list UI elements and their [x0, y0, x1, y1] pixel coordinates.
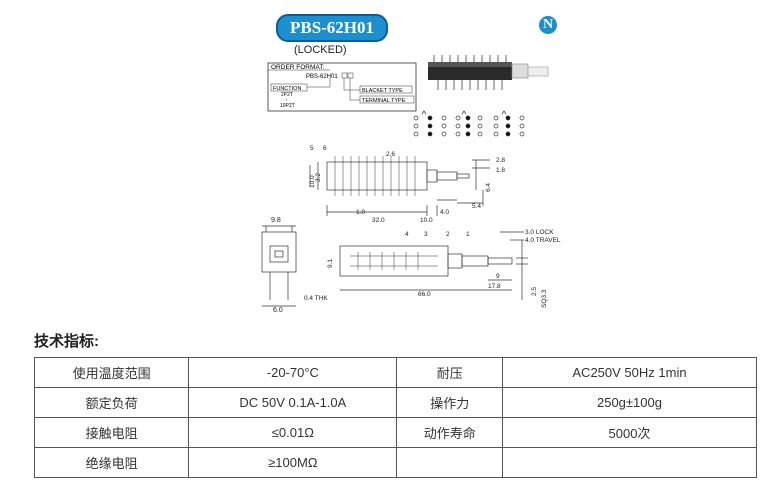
- dim-32-0: 32.0: [372, 217, 385, 224]
- dim-2-6: 2.6: [386, 151, 395, 158]
- technical-drawing: ORDER FORMAT: PBS-62H01 FUNCTION 2P2T ↓ …: [261, 55, 561, 314]
- function-label: FUNCTION: [273, 86, 301, 92]
- dim-9-1: 9.1: [327, 259, 334, 268]
- spec-value: -20-70°C: [188, 357, 398, 388]
- product-3d-image: [428, 55, 549, 90]
- dim-6-4: 6.4: [485, 183, 492, 192]
- pin-3: 3: [424, 231, 428, 238]
- dim-6: 6: [323, 145, 327, 152]
- terminal-type-label: TERMINAL TYPE: [362, 98, 406, 104]
- side-view-drawing: [339, 231, 528, 300]
- dim-1-0: 1.0: [356, 209, 365, 216]
- specs-table: 使用温度范围 -20-70°C 耐压 AC250V 50Hz 1min 额定负荷…: [33, 357, 758, 478]
- spec-value: ≥100MΩ: [188, 447, 398, 478]
- dim-3-0-lock: 3.0 LOCK: [525, 229, 554, 236]
- dim-2-5: 2.5: [531, 287, 538, 296]
- spec-label: 使用温度范围: [33, 357, 190, 388]
- dim-5: 5: [310, 145, 314, 152]
- table-row: 绝缘电阻 ≥100MΩ: [33, 447, 758, 478]
- dim-10-0-height: 10.0: [309, 175, 316, 188]
- model-title: PBS-62H01: [276, 14, 388, 42]
- order-format-code: PBS-62H01: [306, 74, 338, 80]
- top-view-dimensions: 5 6 2.6 2.8 1.8 10.0 3.2 6.4 1.0 32.0 4.…: [309, 145, 505, 224]
- order-format-title: ORDER FORMAT:: [271, 64, 325, 71]
- dim-1-8: 1.8: [496, 167, 505, 174]
- table-row: 额定负荷 DC 50V 0.1A-1.0A 操作力 250g±100g: [33, 387, 758, 418]
- circuit-schematic: [413, 110, 525, 137]
- spec-label: 绝缘电阻: [33, 447, 190, 478]
- specs-heading: 技术指标:: [34, 333, 99, 350]
- locked-label: (LOCKED): [294, 44, 347, 56]
- dim-6-0: 6.0: [273, 307, 283, 314]
- dim-3-2: 3.2: [315, 173, 322, 182]
- spec-label: 接触电阻: [33, 417, 190, 448]
- spec-label: [396, 447, 503, 478]
- spec-value: [501, 447, 758, 478]
- function-option-3: 10P2T: [280, 103, 295, 109]
- pin-4: 4: [405, 231, 409, 238]
- spec-value: 5000次: [501, 417, 758, 448]
- table-row: 接触电阻 ≤0.01Ω 动作寿命 5000次: [33, 417, 758, 448]
- spec-label: 动作寿命: [396, 417, 503, 448]
- end-view-drawing: [261, 225, 297, 307]
- spec-value: ≤0.01Ω: [188, 417, 398, 448]
- spec-label: 耐压: [396, 357, 503, 388]
- dim-66-0: 66.0: [418, 291, 431, 298]
- function-option-2: ↓: [285, 97, 288, 103]
- dim-2-8: 2.8: [496, 157, 505, 164]
- function-option-1: 2P2T: [281, 92, 293, 98]
- spec-value: DC 50V 0.1A-1.0A: [188, 387, 398, 418]
- brand-logo-icon: N: [539, 16, 557, 34]
- dim-0-4-thk: 0.4 THK: [304, 295, 328, 302]
- side-view-dimensions: 3.0 LOCK 4.0 TRAVEL 4 3 2 1 9.1 9 17.8 6…: [304, 229, 561, 308]
- spec-value: 250g±100g: [501, 387, 758, 418]
- dim-9: 9: [496, 273, 500, 280]
- pin-1: 1: [466, 231, 470, 238]
- order-format-box: ORDER FORMAT: PBS-62H01 FUNCTION 2P2T ↓ …: [267, 62, 417, 112]
- dim-5-4: 5.4: [472, 203, 481, 210]
- dim-9-8: 9.8: [271, 217, 281, 224]
- top-view-drawing: [309, 156, 490, 216]
- table-row: 使用温度范围 -20-70°C 耐压 AC250V 50Hz 1min: [33, 357, 758, 388]
- dim-10-0: 10.0: [420, 217, 433, 224]
- dim-sq3-3: SQ3.3: [541, 289, 548, 308]
- pin-2: 2: [446, 231, 450, 238]
- end-view-dimensions: 9.8 6.0: [271, 217, 283, 314]
- spec-value: AC250V 50Hz 1min: [501, 357, 758, 388]
- product-figure: PBS-62H01 N (LOCKED) ORDER FORMAT: PBS-6…: [261, 14, 561, 314]
- dim-4-0: 4.0: [440, 209, 449, 216]
- dim-17-8: 17.8: [488, 283, 501, 290]
- bracket-type-label: BLACKET TYPE: [362, 88, 403, 94]
- spec-label: 额定负荷: [33, 387, 190, 418]
- spec-label: 操作力: [396, 387, 503, 418]
- dim-4-0-travel: 4.0 TRAVEL: [525, 237, 561, 244]
